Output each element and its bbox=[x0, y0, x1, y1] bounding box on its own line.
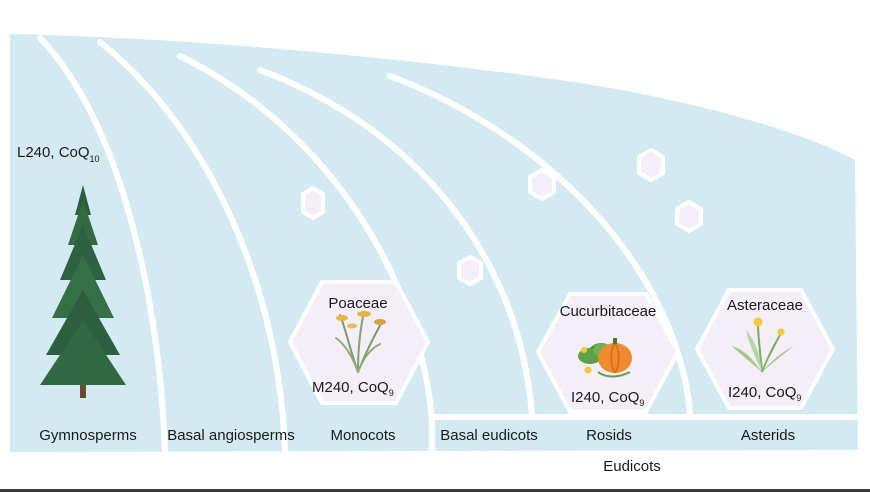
small-hexagon-icon bbox=[457, 254, 483, 287]
gymnosperm-note: L240, CoQ10 bbox=[17, 144, 100, 164]
clade-label-rosids: Rosids bbox=[586, 427, 632, 444]
grass-plant-icon bbox=[335, 311, 386, 373]
gymnosperm-note-main: L240, CoQ bbox=[17, 144, 90, 161]
small-hexagon-icon bbox=[301, 185, 325, 221]
clade-label-basal-eudicots: Basal eudicots bbox=[440, 427, 538, 444]
family-name-cucurbitaceae: Cucurbitaceae bbox=[560, 303, 657, 320]
gymnosperm-note-subscript: 10 bbox=[90, 154, 100, 164]
family-note-cucurbitaceae: I240, CoQ9 bbox=[571, 389, 644, 408]
family-name-asteraceae: Asteraceae bbox=[727, 297, 803, 314]
group-label-eudicots: Eudicots bbox=[603, 458, 661, 475]
clade-dividers bbox=[37, 35, 863, 455]
clade-label-asterids: Asterids bbox=[741, 427, 795, 444]
small-hexagon-icon bbox=[675, 199, 703, 234]
family-name-poaceae: Poaceae bbox=[328, 295, 387, 312]
family-note-asteraceae: I240, CoQ9 bbox=[728, 384, 801, 403]
bottom-border bbox=[0, 489, 870, 492]
divider-2 bbox=[97, 39, 288, 455]
divider-1 bbox=[37, 35, 168, 455]
divider-4 bbox=[257, 67, 535, 418]
clade-label-monocots: Monocots bbox=[330, 427, 395, 444]
poaceae-note-main: M240, CoQ bbox=[312, 379, 389, 396]
divider-3 bbox=[177, 53, 435, 455]
dandelion-icon bbox=[732, 317, 794, 373]
conifer-tree-icon bbox=[40, 185, 126, 398]
cucurbitaceae-note-main: I240, CoQ bbox=[571, 389, 639, 406]
clade-label-basal-angiosperms: Basal angiosperms bbox=[167, 427, 295, 444]
poaceae-note-subscript: 9 bbox=[389, 388, 394, 398]
cucurbitaceae-note-subscript: 9 bbox=[639, 398, 644, 408]
asteraceae-note-subscript: 9 bbox=[796, 393, 801, 403]
family-note-poaceae: M240, CoQ9 bbox=[312, 379, 394, 398]
small-hexagons bbox=[301, 147, 703, 287]
pumpkin-icon bbox=[578, 338, 632, 378]
small-hexagon-icon bbox=[528, 167, 556, 202]
clade-label-gymnosperms: Gymnosperms bbox=[39, 427, 137, 444]
asteraceae-note-main: I240, CoQ bbox=[728, 384, 796, 401]
asteraceae-hexagon bbox=[694, 288, 836, 410]
divider-5 bbox=[387, 73, 693, 418]
small-hexagon-icon bbox=[637, 147, 665, 183]
